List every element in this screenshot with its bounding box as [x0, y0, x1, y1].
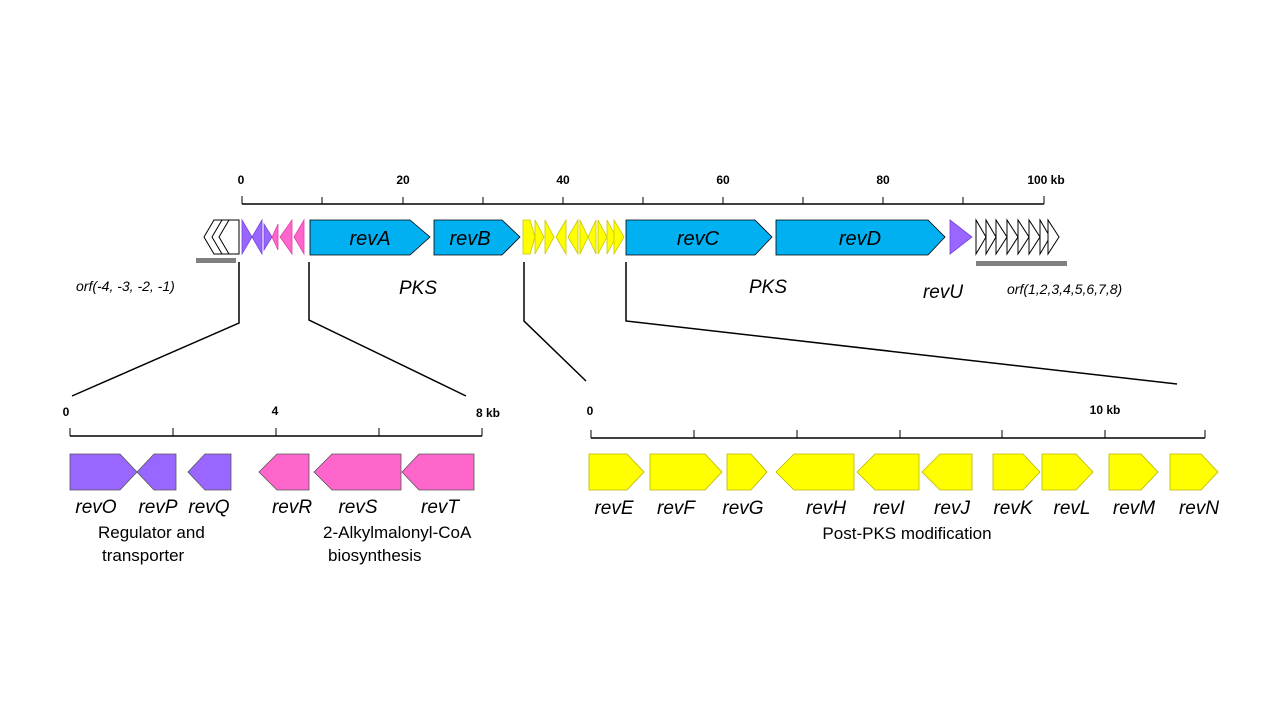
revC-gene: revC	[625, 219, 773, 256]
revA-gene: revA	[309, 219, 431, 256]
right-tick-0: 0	[587, 404, 594, 418]
caption-alkyl-line1: 2-Alkylmalonyl-CoA	[323, 523, 472, 542]
revC-label: revC	[677, 228, 720, 250]
left-tick-0: 0	[63, 405, 70, 419]
top-scale-axis: 0 20 40 60 80 100 kb	[238, 173, 1065, 205]
revA-label: revA	[349, 228, 390, 250]
left-tick-4: 4	[272, 404, 279, 418]
orf-right-flank-bar	[976, 261, 1067, 266]
revI-gene	[856, 453, 920, 491]
top-tick-40: 40	[556, 173, 570, 187]
revU-gene	[949, 219, 973, 255]
right-genes	[588, 453, 1219, 491]
top-tick-100kb: 100 kb	[1027, 173, 1064, 187]
revS-label: revS	[338, 497, 377, 518]
revM-label: revM	[1113, 498, 1155, 519]
caption-alkyl-line2: biosynthesis	[328, 546, 422, 565]
orf-right-label: orf(1,2,3,4,5,6,7,8)	[1007, 281, 1122, 297]
top-purple-genes	[241, 218, 273, 256]
revF-label: revF	[657, 498, 696, 519]
revK-label: revK	[993, 498, 1033, 519]
revM-gene	[1108, 453, 1159, 491]
revE-gene	[588, 453, 645, 491]
revD-label: revD	[839, 228, 881, 250]
pks-label-left: PKS	[399, 278, 437, 299]
orf-left-flank-genes	[203, 219, 240, 255]
revL-gene	[1041, 453, 1094, 491]
revR-label: revR	[272, 497, 312, 518]
revI-label: revI	[873, 498, 905, 519]
revG-gene	[726, 453, 768, 491]
caption-regulator-line2: transporter	[102, 546, 185, 565]
left-scale-axis: 0 4 8 kb	[63, 404, 500, 437]
revQ-gene	[187, 453, 232, 491]
top-yellow-genes	[522, 218, 625, 256]
revQ-label: revQ	[188, 497, 229, 518]
top-tick-60: 60	[716, 173, 730, 187]
revO-gene	[69, 453, 138, 491]
top-pink-genes	[271, 218, 305, 256]
pks-label-right: PKS	[749, 277, 787, 298]
revP-gene	[136, 453, 177, 491]
revN-gene	[1169, 453, 1219, 491]
revF-gene	[649, 453, 723, 491]
caption-post-pks: Post-PKS modification	[822, 524, 991, 543]
revT-gene	[401, 453, 475, 491]
revP-label: revP	[138, 497, 177, 518]
orf-left-label: orf(-4, -3, -2, -1)	[76, 278, 175, 294]
revE-label: revE	[594, 498, 633, 519]
revH-gene	[775, 453, 855, 491]
orf-right-flank-genes	[975, 218, 1060, 256]
revN-label: revN	[1179, 498, 1219, 519]
revU-label: revU	[923, 282, 963, 303]
revH-label: revH	[806, 498, 846, 519]
top-tick-0: 0	[238, 173, 245, 187]
left-genes	[69, 453, 475, 491]
revJ-label: revJ	[934, 498, 970, 519]
revJ-gene	[921, 453, 973, 491]
caption-regulator-line1: Regulator and	[98, 523, 205, 542]
revG-label: revG	[722, 498, 763, 519]
revS-gene	[313, 453, 402, 491]
left-tick-8kb: 8 kb	[476, 406, 500, 420]
revB-gene: revB	[433, 219, 521, 256]
revR-gene	[258, 453, 310, 491]
top-tick-20: 20	[396, 173, 410, 187]
zoom-connectors	[71, 262, 1178, 397]
revO-label: revO	[75, 497, 116, 518]
revT-label: revT	[421, 497, 460, 518]
revK-gene	[992, 453, 1041, 491]
orf-left-flank-bar	[196, 258, 236, 263]
revB-label: revB	[449, 228, 490, 250]
right-scale-axis: 0 10 kb	[587, 403, 1206, 439]
right-tick-10kb: 10 kb	[1090, 403, 1121, 417]
revD-gene: revD	[775, 219, 946, 256]
top-tick-80: 80	[876, 173, 890, 187]
revL-label: revL	[1054, 498, 1091, 519]
